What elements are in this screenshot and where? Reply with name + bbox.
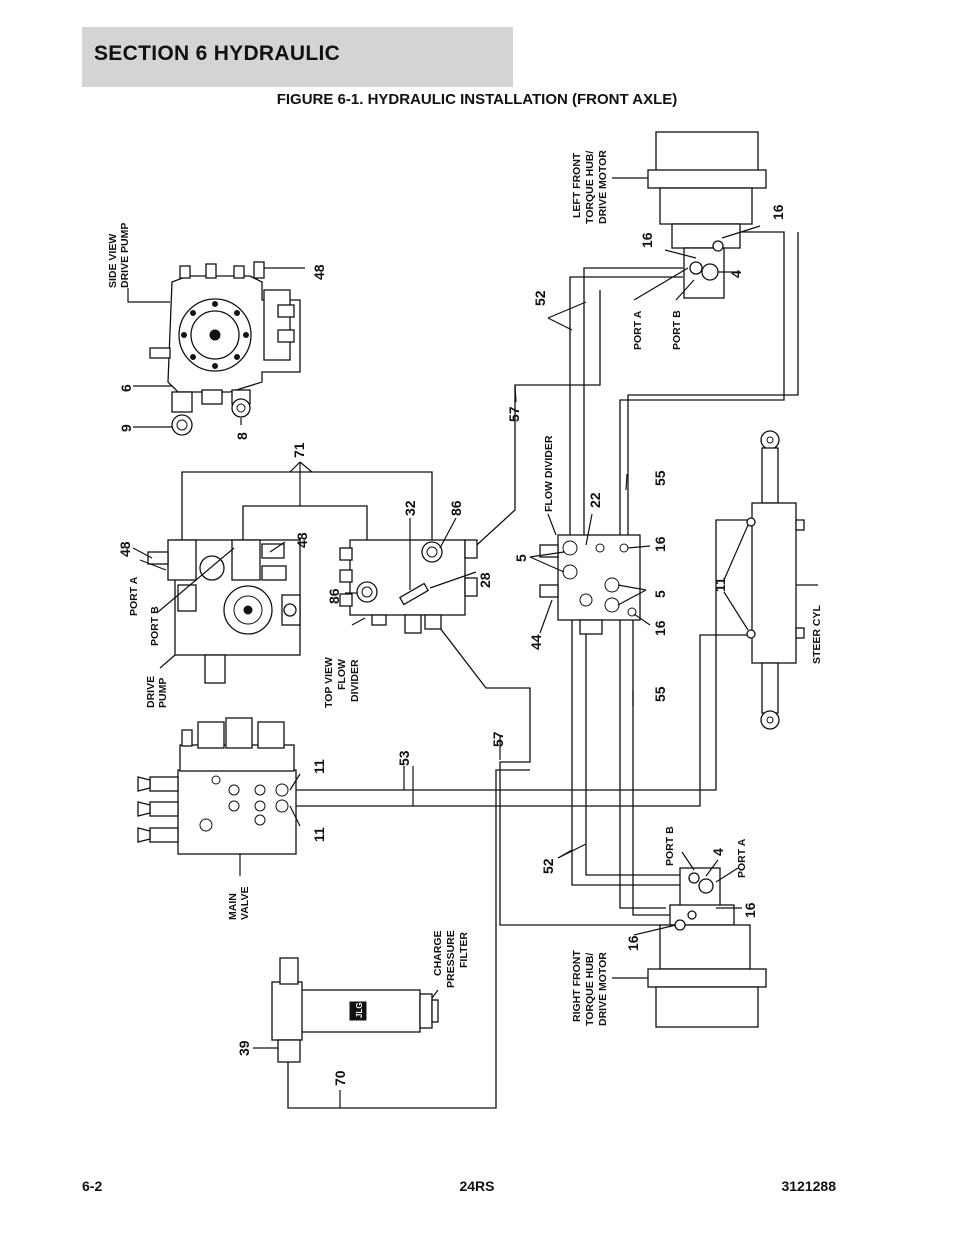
callout-52: 52	[532, 290, 548, 306]
callout-71: 71	[291, 442, 307, 458]
callout-44: 44	[528, 634, 544, 650]
top-view-label-1: TOP VIEW	[323, 657, 335, 708]
charge-filter-label-1: CHARGE	[432, 930, 444, 976]
left-motor-label-3: DRIVE MOTOR	[597, 150, 609, 224]
flow-divider-label: FLOW DIVIDER	[543, 435, 555, 512]
model-name: 24RS	[459, 1178, 495, 1194]
callout-5: 5	[652, 590, 668, 598]
side-view-pump-label-2: DRIVE PUMP	[119, 223, 131, 288]
main-valve	[137, 717, 414, 876]
callout-32: 32	[402, 500, 418, 516]
port-b-top-label: PORT B	[671, 310, 683, 350]
drive-pump-label-2: PUMP	[157, 678, 169, 708]
callout-55: 55	[652, 686, 668, 702]
top-view-label-2: FLOW	[336, 659, 348, 690]
drive-pump-label-1: DRIVE	[145, 676, 157, 708]
port-a-top-label: PORT A	[632, 310, 644, 350]
page-number: 6-2	[82, 1178, 103, 1194]
callout-48: 48	[117, 541, 133, 557]
callout-16: 16	[742, 902, 758, 918]
callout-16: 16	[652, 620, 668, 636]
callout-5: 5	[513, 554, 529, 562]
top-view-label-3: DIVIDER	[349, 659, 361, 702]
callout-4: 4	[728, 270, 744, 278]
callout-6: 6	[118, 384, 134, 392]
port-a-pump-label: PORT A	[128, 576, 140, 616]
hydraulic-diagram: SIDE VIEW DRIVE PUMP LEFT FRONT TORQUE H…	[107, 131, 823, 1109]
callout-4: 4	[710, 848, 726, 856]
left-front-drive-motor	[612, 131, 767, 301]
callout-22: 22	[587, 492, 603, 508]
callout-28: 28	[477, 572, 493, 588]
drive-pump	[132, 539, 301, 684]
steer-cylinder	[723, 430, 818, 730]
callout-16: 16	[625, 935, 641, 951]
callout-86: 86	[448, 500, 464, 516]
callout-39: 39	[236, 1040, 252, 1056]
left-motor-label-1: LEFT FRONT	[571, 152, 583, 218]
right-motor-label-3: DRIVE MOTOR	[597, 952, 609, 1026]
side-view-drive-pump	[127, 261, 305, 436]
charge-filter-label-3: FILTER	[458, 932, 470, 968]
port-a-bottom-label: PORT A	[736, 838, 748, 878]
callout-52: 52	[540, 858, 556, 874]
flow-divider	[529, 513, 651, 635]
callout-86: 86	[326, 588, 342, 604]
callout-57: 57	[506, 406, 522, 422]
top-view-flow-divider	[339, 517, 478, 634]
filter-brand-logo: JLG	[355, 1002, 364, 1018]
callout-70: 70	[332, 1070, 348, 1086]
section-title: SECTION 6 HYDRAULIC	[94, 42, 341, 65]
left-motor-label-2: TORQUE HUB/	[584, 151, 596, 224]
callout-11: 11	[311, 759, 327, 774]
right-motor-label-2: TORQUE HUB/	[584, 953, 596, 1026]
port-b-bottom-label: PORT B	[664, 826, 676, 866]
figure-title: FIGURE 6-1. HYDRAULIC INSTALLATION (FRON…	[276, 91, 678, 108]
callout-48: 48	[294, 532, 310, 548]
callout-16: 16	[652, 536, 668, 552]
charge-filter-label-2: PRESSURE	[445, 930, 457, 988]
callout-55: 55	[652, 470, 668, 486]
callout-9: 9	[118, 424, 134, 432]
right-motor-label-1: RIGHT FRONT	[571, 950, 583, 1022]
charge-pressure-filter	[253, 957, 439, 1063]
callout-57: 57	[490, 731, 506, 747]
callout-53: 53	[396, 750, 412, 766]
callout-8: 8	[234, 432, 250, 440]
main-valve-label-1: MAIN	[227, 893, 239, 920]
main-valve-label-2: VALVE	[239, 887, 251, 920]
right-front-drive-motor	[612, 851, 767, 1028]
section-banner: SECTION 6 HYDRAULIC	[82, 27, 513, 87]
document-number: 3121288	[781, 1178, 836, 1194]
port-b-pump-label: PORT B	[149, 606, 161, 646]
callout-11: 11	[311, 827, 327, 842]
steer-cyl-label: STEER CYL	[811, 604, 823, 664]
callout-11: 11	[712, 577, 728, 592]
callout-48: 48	[311, 264, 327, 280]
callout-16: 16	[639, 232, 655, 248]
callout-16: 16	[770, 204, 786, 220]
side-view-pump-label-1: SIDE VIEW	[107, 234, 119, 288]
